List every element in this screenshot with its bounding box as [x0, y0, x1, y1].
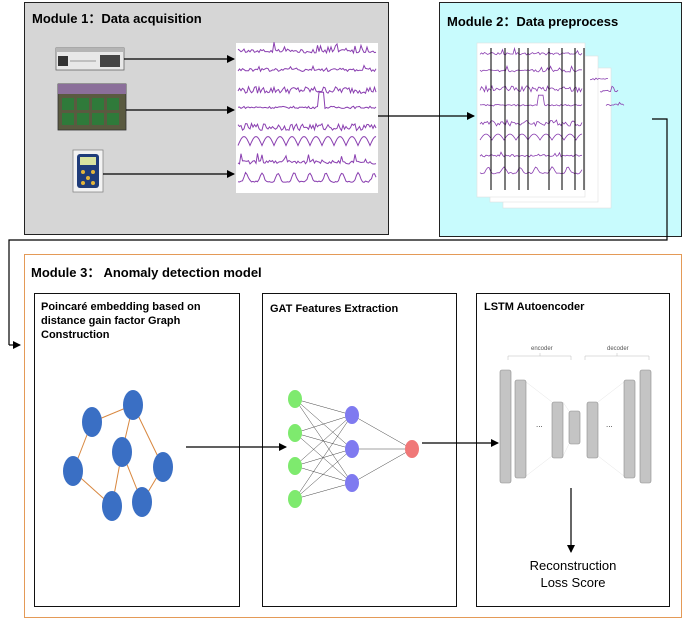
gat-panel — [262, 293, 457, 607]
back-page-signal-3 — [605, 101, 625, 107]
gat-edge — [351, 414, 413, 450]
preprocessed-signal-line-6 — [479, 133, 583, 141]
gat-edge — [294, 398, 353, 416]
gat-edge — [294, 448, 353, 467]
gat-edge — [294, 482, 353, 500]
preprocessed-signal-line-4 — [479, 94, 583, 107]
panel1-title: Poincaré embedding based on distance gai… — [41, 301, 201, 341]
preprocess-page-front — [476, 42, 586, 198]
decoder-ellipsis: ... — [606, 420, 613, 429]
gat-edge — [294, 432, 353, 450]
module1-title: Module 1：Data acquisition — [32, 11, 202, 26]
lstm-connections — [525, 381, 625, 477]
raw-signal-line-6 — [237, 135, 377, 147]
server-rack-icon — [55, 47, 125, 71]
preprocessed-signal-line-3 — [479, 84, 583, 94]
gat-edge — [351, 448, 413, 484]
back-page-signal-1 — [589, 77, 609, 81]
raw-signal-line-7 — [237, 153, 377, 165]
graph-construction-panel — [34, 293, 240, 607]
module2-title: Module 2：Data preprocess — [447, 14, 619, 29]
raw-signal-line-8 — [237, 171, 377, 184]
gat-edge — [294, 414, 353, 467]
graph-nodes — [63, 390, 173, 521]
raw-signal-line-3 — [237, 85, 377, 95]
gat-edge — [294, 414, 353, 434]
raw-signal-line-1 — [237, 42, 377, 55]
panel3-title: LSTM Autoencoder — [484, 301, 585, 313]
gat-edge — [294, 432, 353, 484]
panel2-title: GAT Features Extraction — [270, 303, 399, 315]
gat-nodes — [288, 390, 419, 508]
lstm-blocks — [499, 369, 652, 484]
preprocessed-signal-line-5 — [479, 118, 583, 127]
preprocessed-signal-line-2 — [479, 65, 583, 73]
raw-signal-line-2 — [237, 64, 377, 73]
loss-score-label: Loss Score — [540, 575, 606, 590]
gat-edge — [294, 414, 353, 500]
preprocessed-signal-line-7 — [479, 151, 583, 158]
raw-signal-line-4 — [237, 91, 377, 110]
raw-signal-line-5 — [237, 121, 377, 132]
preprocessed-signal-line-8 — [479, 166, 583, 175]
handheld-sensor-icon — [72, 149, 104, 193]
raw-signals-plot — [236, 43, 378, 193]
encoder-ellipsis: ... — [536, 420, 543, 429]
decoder-label: decoder — [607, 346, 629, 352]
data-logger-icon — [57, 83, 127, 131]
reconstruction-label: Reconstruction — [529, 558, 617, 573]
gat-edge — [294, 465, 353, 484]
module3-title: Module 3： Anomaly detection model — [31, 265, 262, 280]
gat-edges — [294, 398, 413, 500]
encoder-label: encoder — [531, 346, 553, 352]
preprocessed-signal-line-1 — [479, 46, 583, 56]
back-page-signal-2 — [599, 85, 619, 93]
lstm-brackets — [507, 353, 650, 360]
gat-edge — [294, 448, 353, 500]
